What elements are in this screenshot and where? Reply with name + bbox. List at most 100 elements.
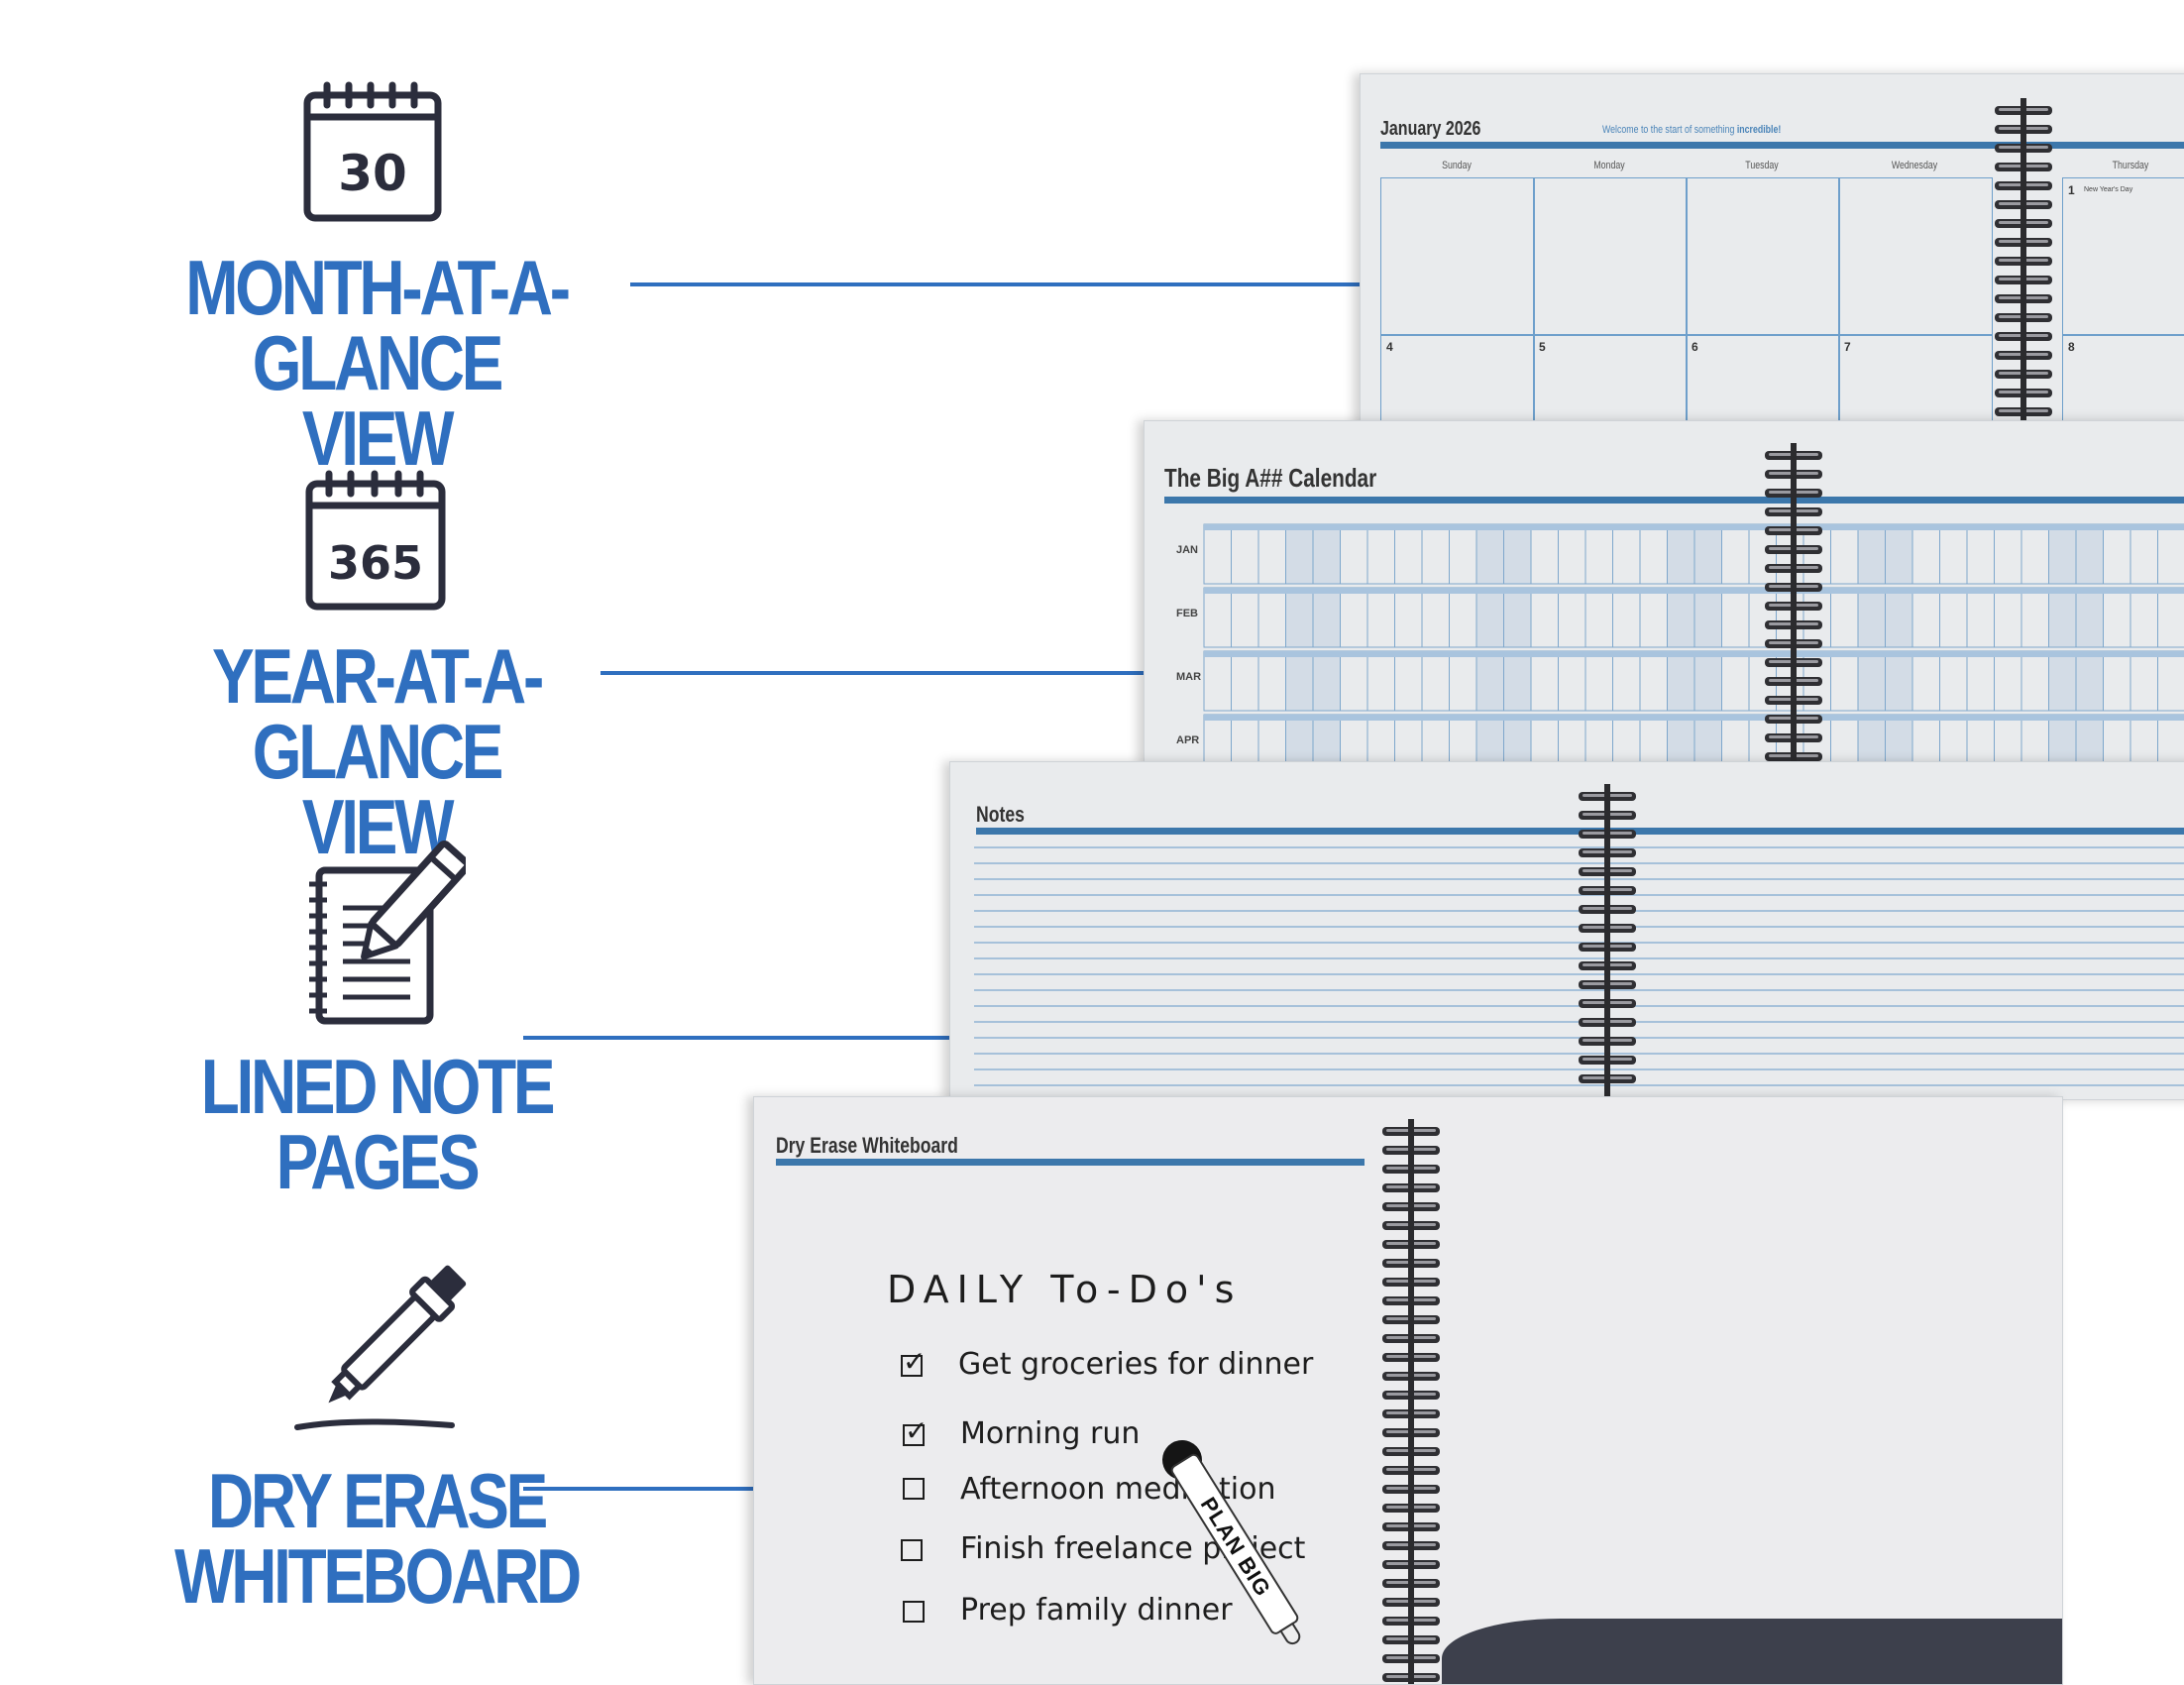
month-cell bbox=[2062, 334, 2184, 432]
year-month-jan: JAN bbox=[1176, 544, 1198, 556]
spiral-binding bbox=[1571, 780, 1644, 1099]
todo-check-1: ✓ bbox=[903, 1345, 926, 1378]
year-month-header bbox=[1204, 651, 2184, 657]
feature-whiteboard-line1: DRY ERASE bbox=[158, 1463, 597, 1538]
month-page: January 2026 Welcome to the start of som… bbox=[1360, 73, 2184, 432]
year-day-cell bbox=[1886, 651, 1913, 711]
year-day-cell bbox=[1422, 651, 1450, 711]
day-head-wednesday: Wednesday bbox=[1853, 160, 1975, 171]
year-day-cell bbox=[1450, 524, 1477, 584]
day-head-thursday: Thursday bbox=[2069, 160, 2184, 171]
year-day-cell bbox=[1313, 588, 1341, 647]
year-day-cell bbox=[1313, 715, 1341, 765]
year-day-cell bbox=[1476, 715, 1504, 765]
year-day-cell bbox=[1640, 588, 1668, 647]
year-page-rule bbox=[1164, 497, 2184, 504]
year-day-cell bbox=[1232, 588, 1259, 647]
spiral-binding bbox=[1987, 94, 2060, 431]
year-day-cell bbox=[1232, 715, 1259, 765]
feature-notes-line2: PAGES bbox=[158, 1124, 597, 1199]
year-month-feb: FEB bbox=[1176, 608, 1198, 619]
year-day-cell bbox=[1258, 524, 1286, 584]
year-day-cell bbox=[2076, 715, 2104, 765]
year-day-cell bbox=[1204, 524, 1232, 584]
feature-whiteboard-line2: WHITEBOARD bbox=[158, 1538, 597, 1614]
year-day-cell bbox=[1504, 588, 1532, 647]
year-day-cell bbox=[1694, 651, 1722, 711]
year-day-cell bbox=[1341, 524, 1368, 584]
day-number-1: 1 bbox=[2068, 183, 2075, 197]
month-page-rule bbox=[1380, 142, 2184, 149]
year-day-cell bbox=[1694, 588, 1722, 647]
year-day-cell bbox=[1886, 715, 1913, 765]
year-day-cell bbox=[1995, 588, 2022, 647]
tagline-prefix: Welcome to the start of something bbox=[1602, 124, 1737, 136]
feature-label-year: YEAR-AT-A-GLANCE VIEW bbox=[158, 638, 597, 864]
month-cell bbox=[2062, 177, 2184, 336]
year-day-cell bbox=[1722, 715, 1750, 765]
year-day-cell bbox=[1613, 715, 1641, 765]
spiral-binding bbox=[1757, 439, 1830, 764]
year-day-cell bbox=[2104, 588, 2131, 647]
year-day-cell bbox=[1831, 651, 1859, 711]
spiral-binding bbox=[1374, 1115, 1448, 1684]
year-day-cell bbox=[1831, 715, 1859, 765]
connector-year bbox=[601, 671, 1144, 675]
year-day-cell bbox=[1395, 715, 1423, 765]
feature-year-line1: YEAR-AT-A-GLANCE bbox=[158, 638, 597, 789]
year-day-cell bbox=[1995, 524, 2022, 584]
year-day-cell bbox=[2021, 651, 2049, 711]
year-day-cell bbox=[1476, 524, 1504, 584]
year-month-mar: MAR bbox=[1176, 671, 1201, 683]
year-day-cell bbox=[1694, 715, 1722, 765]
todo-list-title: DAILY To-Do's bbox=[887, 1268, 1242, 1311]
calendar-365-icon: 365 bbox=[305, 470, 446, 611]
year-day-cell bbox=[1422, 524, 1450, 584]
year-day-cell bbox=[1640, 524, 1668, 584]
year-day-cell bbox=[1995, 715, 2022, 765]
todo-check-2: ✓ bbox=[905, 1414, 928, 1447]
feature-notes-line1: LINED NOTE bbox=[158, 1049, 597, 1124]
year-day-cell bbox=[1858, 651, 1886, 711]
year-day-cell bbox=[2130, 651, 2158, 711]
year-day-cell bbox=[1559, 651, 1586, 711]
notes-lines bbox=[950, 842, 2184, 1099]
year-day-cell bbox=[2158, 651, 2184, 711]
year-page-title: The Big A## Calendar bbox=[1164, 463, 1376, 494]
feature-month-line2: VIEW bbox=[158, 400, 597, 476]
year-day-cell bbox=[1940, 588, 1968, 647]
year-day-cell bbox=[1967, 715, 1995, 765]
year-month-header bbox=[1204, 524, 2184, 530]
year-day-cell bbox=[1367, 715, 1395, 765]
year-day-cell bbox=[1232, 524, 1259, 584]
year-day-cell bbox=[1668, 651, 1695, 711]
year-day-cell bbox=[1940, 715, 1968, 765]
year-day-cell bbox=[1476, 651, 1504, 711]
year-day-cell bbox=[1585, 715, 1613, 765]
year-day-cell bbox=[1204, 715, 1232, 765]
year-day-cell bbox=[1422, 588, 1450, 647]
connector-month bbox=[630, 282, 1360, 286]
year-day-cell bbox=[1912, 588, 1940, 647]
year-day-cell bbox=[2076, 588, 2104, 647]
calendar-365-number: 365 bbox=[328, 536, 423, 590]
year-day-cell bbox=[1912, 524, 1940, 584]
year-day-cell bbox=[1967, 524, 1995, 584]
todo-checkbox-3[interactable] bbox=[903, 1478, 925, 1500]
todo-checkbox-5[interactable] bbox=[903, 1601, 925, 1623]
year-day-cell bbox=[2049, 651, 2077, 711]
year-day-cell bbox=[2021, 524, 2049, 584]
year-day-cell bbox=[1668, 715, 1695, 765]
year-day-cell bbox=[1531, 715, 1559, 765]
tagline-emphasis: incredible! bbox=[1737, 124, 1782, 136]
year-day-cell bbox=[1258, 651, 1286, 711]
calendar-30-number: 30 bbox=[338, 145, 407, 202]
year-day-cell bbox=[1722, 651, 1750, 711]
todo-checkbox-4[interactable] bbox=[901, 1539, 923, 1561]
calendar-30-icon: 30 bbox=[303, 81, 442, 222]
year-day-cell bbox=[2076, 651, 2104, 711]
year-day-cell bbox=[2158, 715, 2184, 765]
day-head-monday: Monday bbox=[1548, 160, 1670, 171]
year-day-cell bbox=[2158, 588, 2184, 647]
year-day-cell bbox=[1668, 588, 1695, 647]
